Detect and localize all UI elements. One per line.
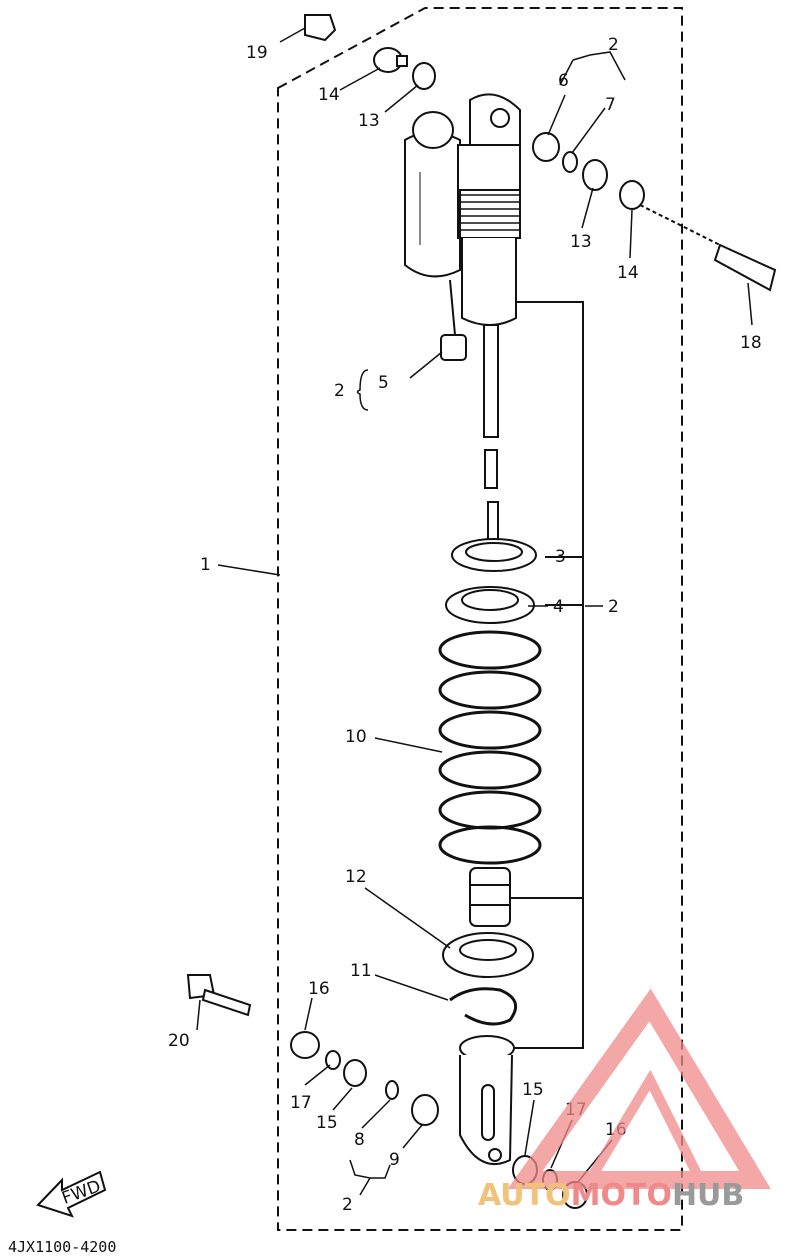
assembly-boundary bbox=[277, 7, 683, 1231]
label-14a: 14 bbox=[318, 85, 340, 105]
label-2-bottom: 2 bbox=[342, 1195, 353, 1215]
label-4: 4 bbox=[553, 597, 564, 617]
automotohub-watermark-logo bbox=[507, 988, 771, 1189]
label-15a: 15 bbox=[316, 1113, 338, 1133]
label-8: 8 bbox=[354, 1130, 365, 1150]
label-13b: 13 bbox=[570, 232, 592, 252]
circlip bbox=[449, 987, 518, 1026]
shock-body bbox=[457, 93, 521, 438]
label-9: 9 bbox=[389, 1150, 400, 1170]
label-15b: 15 bbox=[522, 1080, 544, 1100]
watermark-part-auto: AUTO bbox=[478, 1178, 571, 1213]
upper-hardware bbox=[304, 14, 777, 292]
lock-nut-3 bbox=[451, 538, 537, 572]
label-1: 1 bbox=[200, 555, 211, 575]
label-20: 20 bbox=[168, 1031, 190, 1051]
label-16a: 16 bbox=[308, 979, 330, 999]
label-6: 6 bbox=[558, 71, 569, 91]
spring-seat bbox=[442, 932, 534, 978]
label-3: 3 bbox=[555, 547, 566, 567]
group-2-bracket bbox=[508, 301, 584, 1049]
label-12: 12 bbox=[345, 867, 367, 887]
diagram-code: 4JX1100-4200 bbox=[8, 1238, 116, 1256]
label-2-left: 2 bbox=[334, 381, 345, 401]
label-10: 10 bbox=[345, 727, 367, 747]
label-17a: 17 bbox=[290, 1093, 312, 1113]
label-13a: 13 bbox=[358, 111, 380, 131]
label-11: 11 bbox=[350, 961, 372, 981]
label-2-top: 2 bbox=[608, 35, 619, 55]
watermark-part-hub: HUB bbox=[672, 1178, 744, 1213]
rod-pieces bbox=[484, 449, 499, 551]
fwd-arrow-icon: FWD bbox=[36, 1170, 107, 1218]
bump-stop bbox=[469, 867, 511, 927]
fwd-label: FWD bbox=[59, 1176, 103, 1208]
label-2-right: 2 bbox=[608, 597, 619, 617]
lower-clevis bbox=[459, 1035, 515, 1165]
watermark-text: AUTOMOTOHUB bbox=[478, 1178, 744, 1213]
label-18: 18 bbox=[740, 333, 762, 353]
reservoir-canister bbox=[404, 111, 467, 361]
label-19: 19 bbox=[246, 43, 268, 63]
spring bbox=[438, 630, 542, 865]
watermark-part-moto: MOTO bbox=[571, 1178, 672, 1213]
label-14b: 14 bbox=[617, 263, 639, 283]
label-5: 5 bbox=[378, 373, 389, 393]
label-7: 7 bbox=[605, 95, 616, 115]
lock-nut-4 bbox=[445, 586, 535, 624]
